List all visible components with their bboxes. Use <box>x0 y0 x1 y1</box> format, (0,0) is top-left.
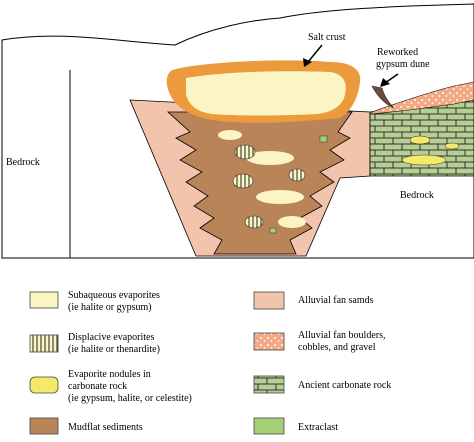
legend: Subaqueous evaporites (ie halite or gyps… <box>29 290 391 435</box>
reworked-gypsum-dune <box>371 85 395 109</box>
bedrock-left-label: Bedrock <box>6 157 40 168</box>
extraclast-2 <box>269 227 277 234</box>
legend-swatch-subaqueous <box>29 291 59 309</box>
salt-crust-arrowhead <box>303 58 312 67</box>
displacive-evaporite-3 <box>288 168 306 182</box>
legend-label-mudflat: Mudflat sediments <box>68 422 143 433</box>
legend-swatch-alluvial-boulders <box>253 332 285 351</box>
legend-label-displacive-1: Displacive evaporites <box>68 332 154 343</box>
dune-arrow <box>384 73 399 84</box>
legend-label-nodules-3: (ie gypsum, halite, or celestite) <box>68 393 192 404</box>
subaqueous-lens-2 <box>256 190 304 204</box>
legend-label-subaqueous-2: (ie halite or gypsum) <box>68 302 152 313</box>
legend-label-alluvial-boulders-1: Alluvial fan boulders, <box>298 330 385 341</box>
dune-arrowhead <box>380 78 390 87</box>
subaqueous-lens-1 <box>246 151 294 165</box>
legend-swatch-alluvial-sands <box>253 291 285 310</box>
displacive-evaporite-2 <box>232 173 254 189</box>
reworked-label-line1: Reworked <box>377 47 418 58</box>
salt-crust-label: Salt crust <box>308 32 346 43</box>
legend-swatch-displacive <box>29 334 59 353</box>
salt-crust-arrow <box>307 44 323 63</box>
carbonate-nodule-1 <box>409 135 431 145</box>
legend-label-subaqueous-1: Subaqueous evaporites <box>68 290 160 301</box>
legend-label-carbonate: Ancient carbonate rock <box>298 380 391 391</box>
legend-label-nodules-1: Evaporite nodules in <box>68 369 151 380</box>
legend-label-extraclast: Extraclast <box>298 422 338 433</box>
displacive-evaporite-1 <box>234 144 256 160</box>
legend-label-displacive-2: (ie halite or thenardite) <box>68 344 160 355</box>
legend-label-alluvial-sands: Alluvial fan samds <box>298 295 374 306</box>
legend-swatch-extraclast <box>253 417 285 435</box>
reworked-label-line2: gypsum dune <box>376 59 430 70</box>
legend-swatch-mudflat <box>29 417 59 435</box>
mudflat-sediments <box>166 111 353 255</box>
legend-label-alluvial-boulders-2: cobbles, and gravel <box>298 342 376 353</box>
legend-swatch-nodules <box>29 376 59 394</box>
subaqueous-lens-3 <box>278 216 306 228</box>
extraclast-1 <box>319 135 328 143</box>
carbonate-nodule-3 <box>444 142 460 150</box>
subaqueous-evaporites-main <box>186 71 346 116</box>
subaqueous-lens-4 <box>218 130 242 140</box>
carbonate-nodule-2 <box>401 154 447 166</box>
displacive-evaporite-4 <box>244 215 264 229</box>
bedrock-right-label: Bedrock <box>400 190 434 201</box>
legend-swatch-carbonate <box>253 375 285 394</box>
legend-label-nodules-2: carbonate rock <box>68 381 127 392</box>
alluvial-fan-boulders <box>371 81 474 115</box>
